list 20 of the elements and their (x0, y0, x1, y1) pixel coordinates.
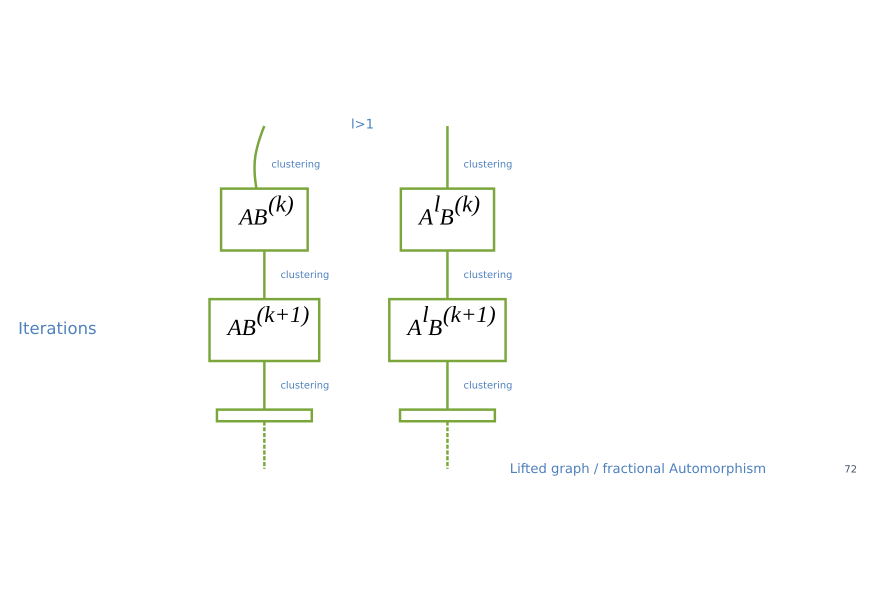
edge-label: clustering (464, 158, 512, 170)
connector (446, 126, 449, 188)
label: Iterations (18, 318, 97, 338)
label: Lifted graph / fractional Automorphism (510, 461, 766, 476)
edge-label: clustering (464, 269, 512, 280)
connector (446, 421, 449, 468)
node-box (398, 408, 496, 422)
connector (253, 125, 266, 188)
edge-label: clustering (280, 269, 330, 280)
connector (263, 421, 266, 468)
connector (263, 360, 266, 410)
label: l>1 (350, 116, 374, 132)
edge-label: clustering (280, 380, 330, 391)
connector (446, 360, 449, 410)
edge-label: clustering (271, 158, 320, 170)
connector (446, 250, 449, 299)
connector (263, 250, 266, 299)
node-box (216, 408, 314, 422)
label: 72 (844, 464, 858, 475)
edge-label: clustering (464, 380, 512, 391)
